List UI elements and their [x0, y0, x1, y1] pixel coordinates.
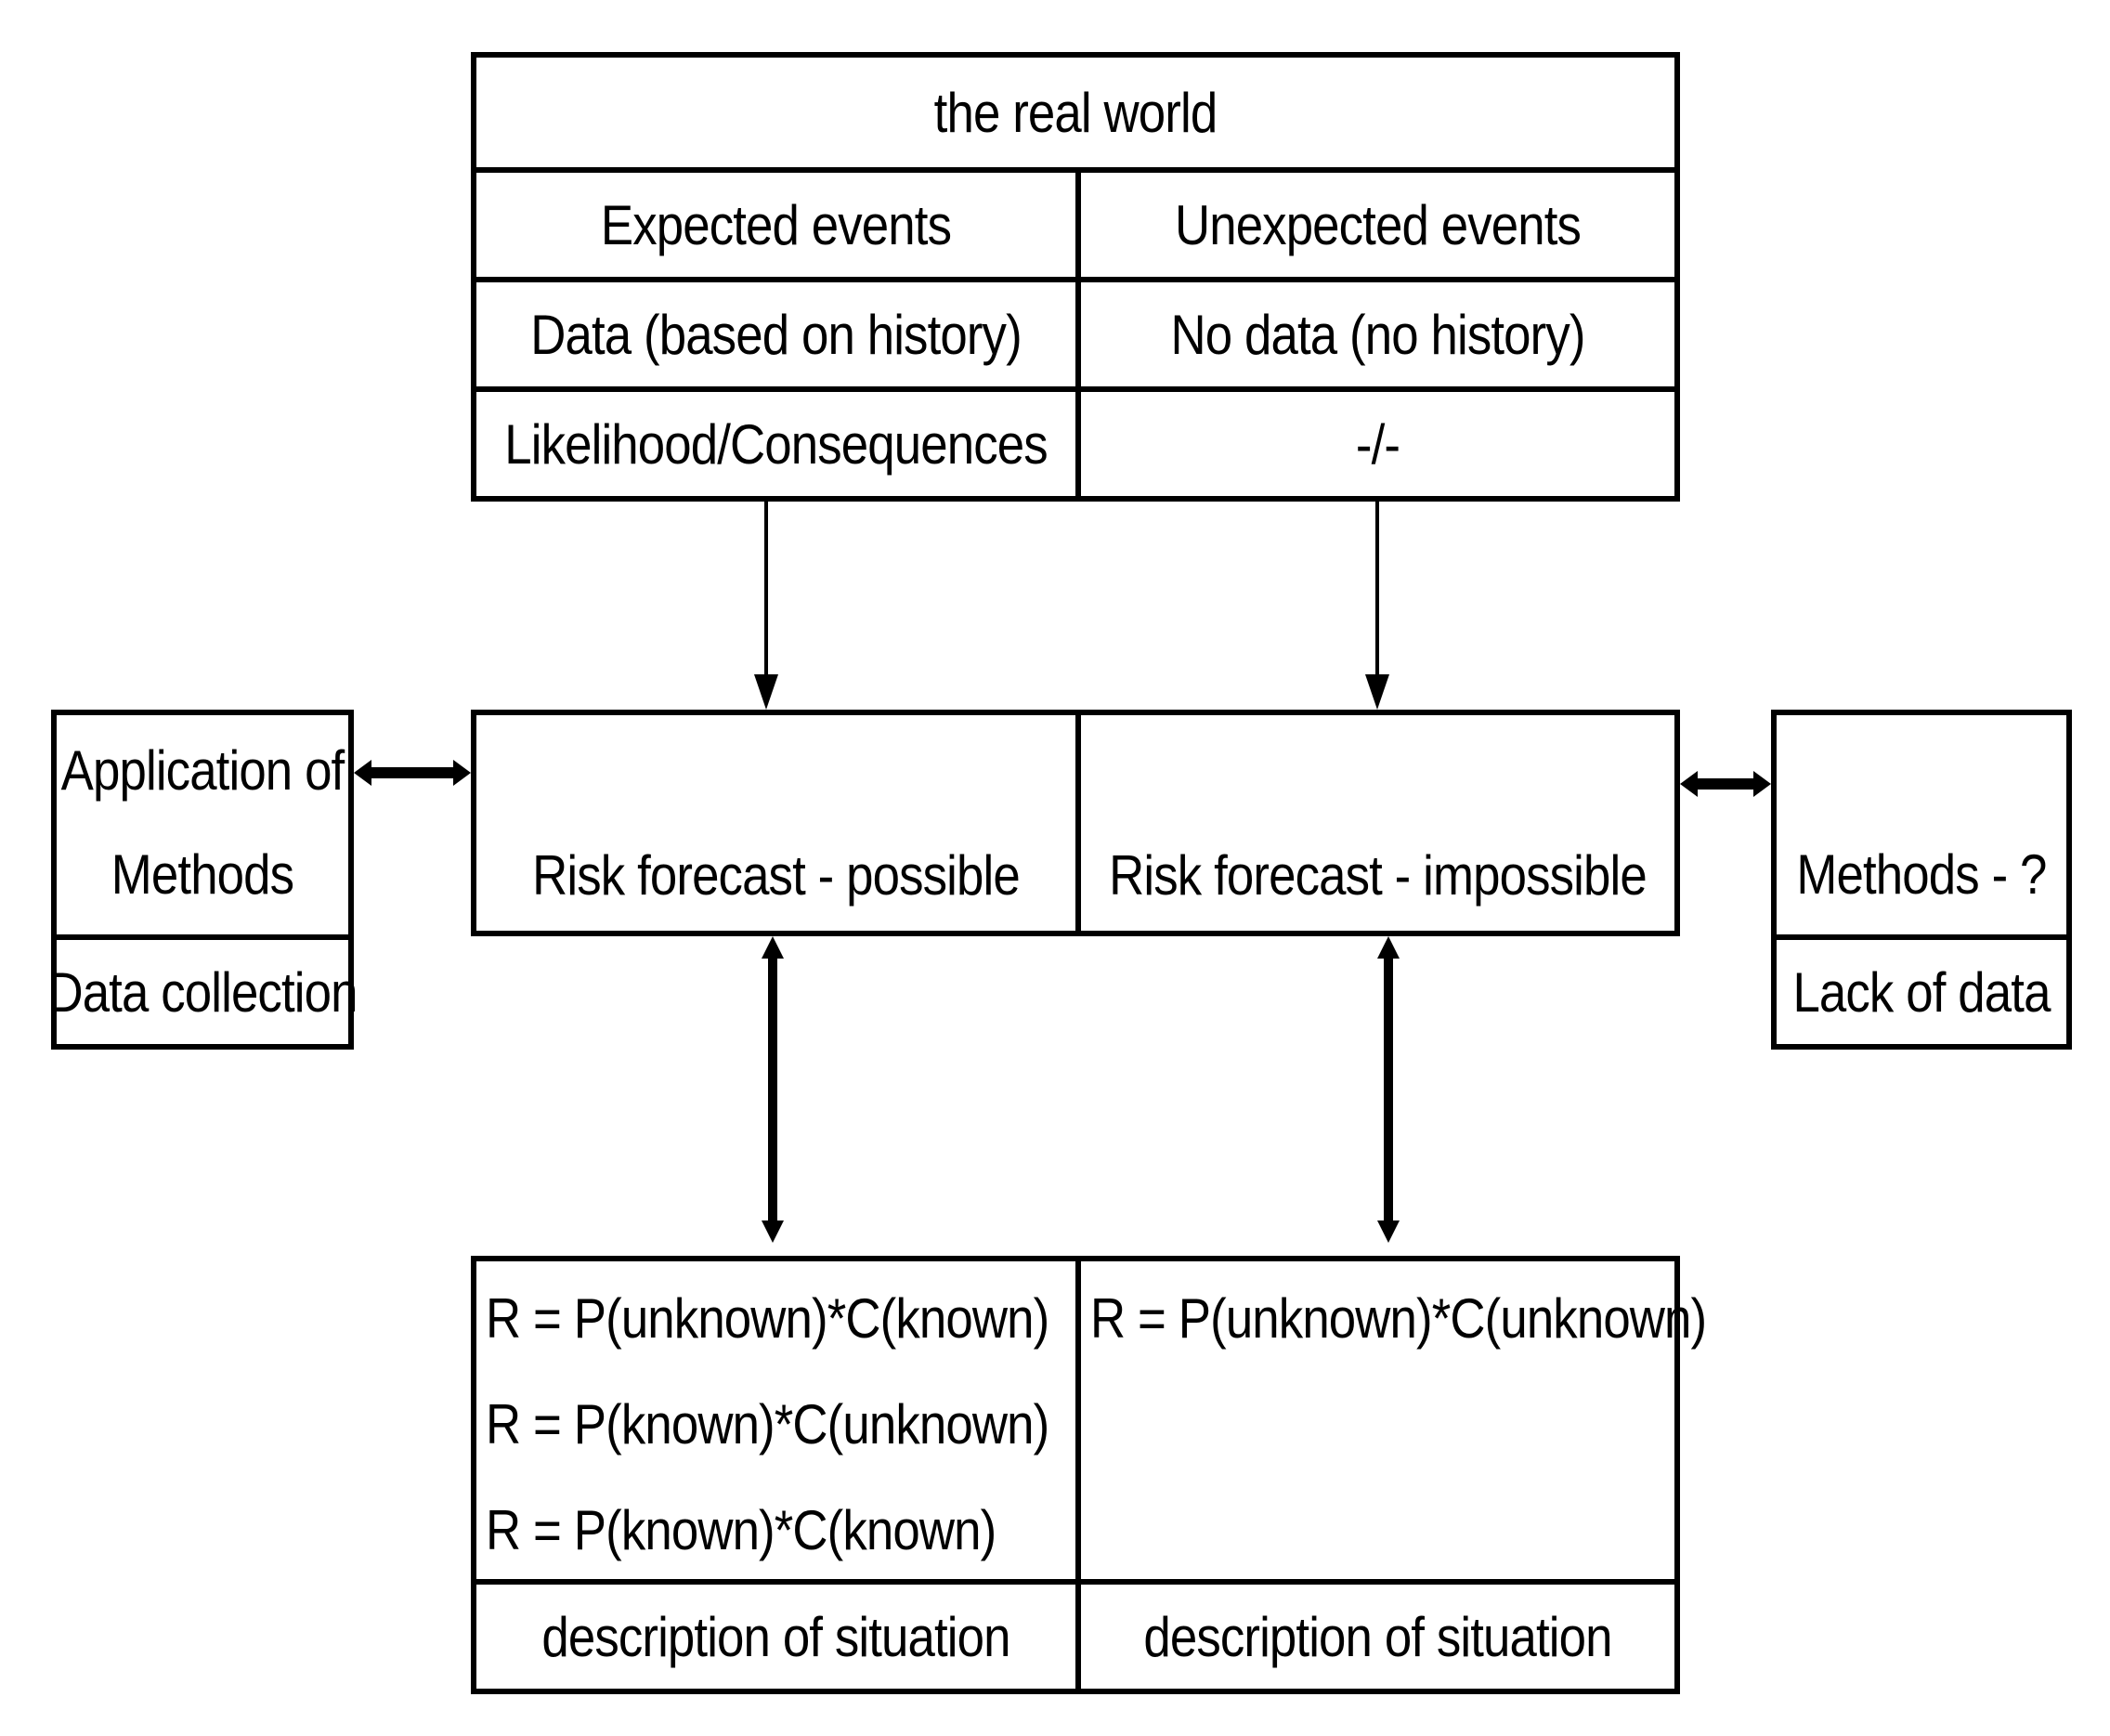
arrowhead	[754, 674, 778, 710]
arrowhead	[1753, 771, 1771, 797]
situation-description-right: description of situation	[1143, 1605, 1612, 1668]
formula-line: R = P(known)*C(unknown)	[486, 1392, 1049, 1455]
real-world-table: the real world Expected events Data (bas…	[471, 52, 1680, 502]
no-data-cell: No data (no history)	[1170, 303, 1585, 366]
arrowhead	[354, 760, 371, 786]
real-world-title: the real world	[933, 81, 1218, 144]
forecast-possible-cell: Risk forecast - possible	[532, 843, 1021, 907]
formula-line: R = P(unknown)*C(known)	[486, 1286, 1049, 1350]
arrowhead	[1377, 936, 1400, 959]
arrowhead	[1365, 674, 1389, 710]
arrowhead	[762, 936, 784, 959]
arrowhead	[1680, 771, 1698, 797]
unexpected-events-cell: Unexpected events	[1174, 193, 1582, 256]
arrowhead	[1377, 1220, 1400, 1243]
data-history-cell: Data (based on history)	[530, 303, 1022, 366]
risk-formula-table: R = P(unknown)*C(known) R = P(known)*C(u…	[471, 1256, 1707, 1694]
methods-label: Methods	[111, 842, 294, 906]
formula-line: R = P(unknown)*C(unknown)	[1090, 1286, 1707, 1350]
forecast-impossible-cell: Risk forecast - impossible	[1109, 843, 1648, 907]
methods-unknown-box: Methods - ? Lack of data	[1771, 710, 2072, 1050]
arrowhead	[453, 760, 471, 786]
arrowhead	[762, 1220, 784, 1243]
divider	[1075, 1261, 1081, 1689]
risk-forecast-box: Risk forecast - possible Risk forecast -…	[471, 710, 1680, 936]
likelihood-cell: Likelihood/Consequences	[504, 412, 1048, 476]
expected-events-cell: Expected events	[600, 193, 952, 256]
situation-description-left: description of situation	[541, 1605, 1010, 1668]
methods-question-label: Methods - ?	[1796, 842, 2047, 906]
empty-marker-cell: -/-	[1355, 412, 1400, 476]
divider	[57, 934, 348, 940]
lack-of-data-label: Lack of data	[1792, 960, 2051, 1024]
divider	[1777, 934, 2066, 940]
divider	[1075, 715, 1081, 931]
divider	[1075, 167, 1081, 496]
formula-line: R = P(known)*C(known)	[486, 1498, 996, 1561]
methods-application-box: Application of Methods Data collection	[47, 710, 358, 1050]
data-collection-label: Data collection	[47, 960, 358, 1024]
application-of-label: Application of	[60, 738, 345, 802]
